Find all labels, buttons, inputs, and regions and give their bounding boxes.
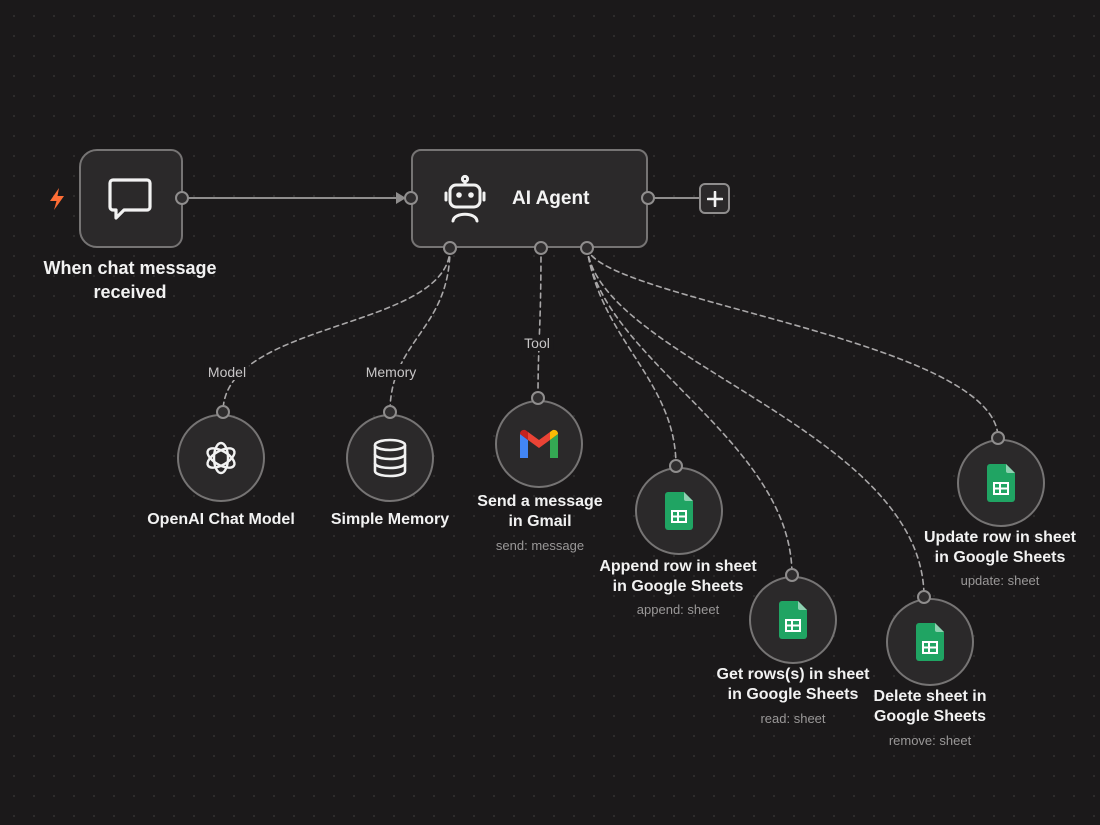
memory-input-port[interactable] [383, 405, 397, 419]
tool-connection-getrows[interactable] [586, 247, 793, 576]
delete-sublabel: remove: sheet [888, 733, 972, 748]
getrows-sublabel: read: sheet [760, 711, 826, 726]
plus-icon [706, 190, 723, 207]
memory-connection[interactable] [389, 247, 451, 413]
lightning-bolt-icon [50, 188, 64, 210]
openai-chat-model-node[interactable] [177, 414, 265, 502]
tool-connection-append[interactable] [586, 247, 677, 467]
add-node-button[interactable] [699, 183, 730, 214]
google-sheets-icon [987, 464, 1015, 502]
simple-memory-node[interactable] [346, 414, 434, 502]
gmail-label-line2: in Gmail [508, 513, 572, 530]
trigger-label-line2: received [93, 282, 167, 302]
getrows-input-port[interactable] [785, 568, 799, 582]
ai-agent-title: AI Agent [512, 188, 590, 209]
gmail-input-port[interactable] [531, 391, 545, 405]
tool-connection-delete[interactable] [586, 247, 925, 598]
model-connection[interactable] [222, 247, 451, 413]
delete-label-line2: Google Sheets [873, 708, 987, 725]
openai-label: OpenAI Chat Model [147, 511, 295, 528]
append-row-sheets-node[interactable] [635, 467, 723, 555]
update-input-port[interactable] [991, 431, 1005, 445]
get-rows-sheets-node[interactable] [749, 576, 837, 664]
agent-model-port[interactable] [443, 241, 457, 255]
agent-output-port[interactable] [641, 191, 655, 205]
openai-logo-icon [206, 441, 236, 475]
update-sublabel: update: sheet [960, 573, 1040, 588]
getrows-label-line1: Get rows(s) in sheet [716, 666, 870, 683]
gmail-node[interactable] [495, 400, 583, 488]
gmail-logo-icon [520, 429, 558, 458]
gmail-label-line1: Send a message [477, 493, 603, 510]
edge-label-memory: Memory [362, 364, 420, 380]
gmail-sublabel: send: message [495, 538, 585, 553]
connection-arrowhead [396, 192, 406, 204]
chat-trigger-node[interactable] [79, 149, 183, 248]
delete-input-port[interactable] [917, 590, 931, 604]
agent-memory-port[interactable] [534, 241, 548, 255]
agent-tool-port[interactable] [580, 241, 594, 255]
append-sublabel: append: sheet [636, 602, 720, 617]
robot-icon [444, 174, 486, 223]
edge-label-model: Model [204, 364, 250, 380]
openai-input-port[interactable] [216, 405, 230, 419]
database-icon [373, 438, 407, 478]
memory-label: Simple Memory [330, 511, 450, 528]
edge-label-tool: Tool [521, 335, 553, 351]
update-row-sheets-node[interactable] [957, 439, 1045, 527]
tool-connection-gmail[interactable] [537, 247, 542, 399]
agent-input-port[interactable] [404, 191, 418, 205]
update-label-line1: Update row in sheet [923, 529, 1077, 546]
google-sheets-icon [665, 492, 693, 530]
append-input-port[interactable] [669, 459, 683, 473]
google-sheets-icon [779, 601, 807, 639]
append-label-line1: Append row in sheet [599, 558, 757, 575]
trigger-output-port[interactable] [175, 191, 189, 205]
trigger-label-line1: When chat message [43, 258, 217, 278]
google-sheets-icon [916, 623, 944, 661]
append-label-line2: in Google Sheets [612, 578, 744, 595]
update-label-line2: in Google Sheets [934, 549, 1066, 566]
getrows-label-line2: in Google Sheets [727, 686, 859, 703]
delete-sheet-node[interactable] [886, 598, 974, 686]
delete-label-line1: Delete sheet in [873, 688, 987, 705]
tool-connection-update[interactable] [586, 247, 999, 439]
chat-bubble-icon [108, 178, 152, 220]
